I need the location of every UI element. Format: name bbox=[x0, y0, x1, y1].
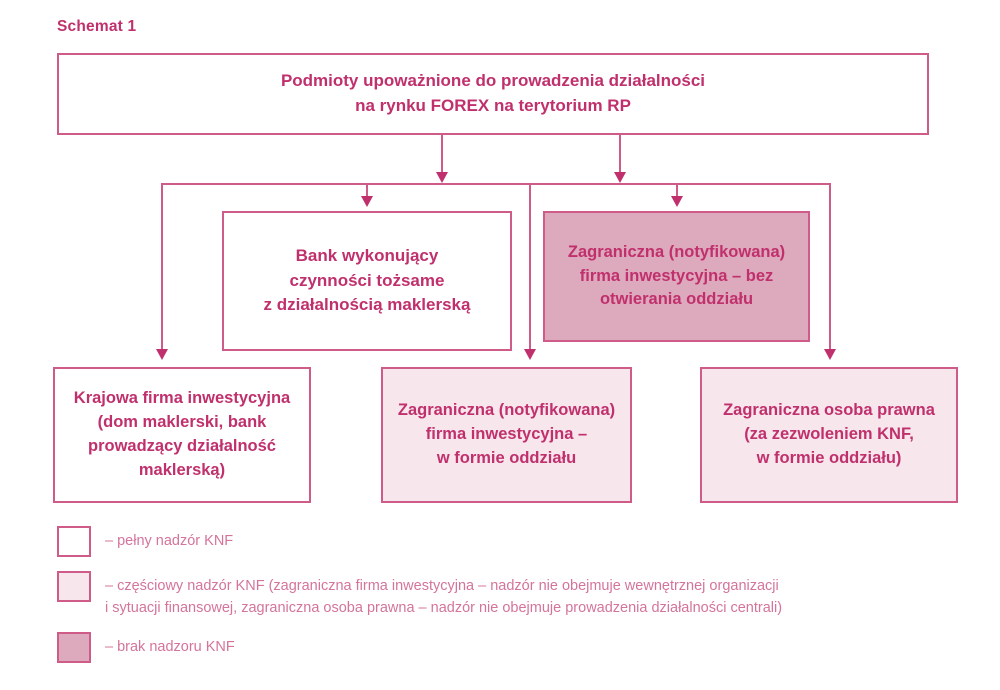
connector-root-stem-right bbox=[619, 135, 621, 175]
box-domestic-investment-firm: Krajowa firma inwestycyjna (dom maklersk… bbox=[53, 367, 311, 503]
box-foreign-firm-no-branch: Zagraniczna (notyfikowana) firma inwesty… bbox=[543, 211, 810, 342]
box-foreign-nobranch-line1: Zagraniczna (notyfikowana) bbox=[567, 242, 786, 261]
box-foreign-legal-line2: (za zezwoleniem KNF, bbox=[744, 425, 914, 444]
connector-drop-foreign-legal bbox=[829, 183, 831, 351]
box-foreign-nobranch-line2: firma inwestycyjna – bez bbox=[579, 266, 774, 285]
box-domestic-line4: maklerską) bbox=[138, 460, 226, 479]
box-foreign-branch-line3: w formie oddziału bbox=[436, 448, 577, 467]
box-bank-broker-activity: Bank wykonujący czynności tożsame z dzia… bbox=[222, 211, 512, 351]
box-foreign-branch-line2: firma inwestycyjna – bbox=[425, 425, 588, 444]
legend-item-no-supervision: – brak nadzoru KNF bbox=[57, 632, 235, 663]
box-foreign-legal-line3: w formie oddziału) bbox=[756, 448, 902, 467]
figure-caption: Schemat 1 bbox=[57, 18, 137, 35]
box-foreign-legal-line1: Zagraniczna osoba prawna bbox=[723, 401, 935, 420]
connector-drop-bank bbox=[366, 183, 368, 198]
legend-swatch-medium-pink bbox=[57, 632, 91, 663]
legend-item-partial-supervision: – częściowy nadzór KNF (zagraniczna firm… bbox=[57, 571, 782, 620]
connector-drop-foreign-branch bbox=[529, 183, 531, 351]
box-bank-line3: z działalnością maklerską bbox=[263, 295, 471, 315]
connector-drop-foreign-nobranch bbox=[676, 183, 678, 198]
connector-distribution-bar bbox=[161, 183, 830, 185]
legend-swatch-white bbox=[57, 526, 91, 557]
box-domestic-line1: Krajowa firma inwestycyjna bbox=[73, 389, 291, 408]
arrowhead-domestic bbox=[156, 349, 168, 360]
legend-item-full-supervision: – pełny nadzór KNF bbox=[57, 526, 233, 557]
box-bank-line2: czynności tożsame bbox=[289, 270, 445, 290]
box-foreign-legal-person: Zagraniczna osoba prawna (za zezwoleniem… bbox=[700, 367, 958, 503]
arrowhead-root-stem-left bbox=[436, 172, 448, 183]
legend-swatch-light-pink bbox=[57, 571, 91, 602]
box-domestic-line2: (dom maklerski, bank bbox=[97, 413, 267, 432]
box-root-entities: Podmioty upoważnione do prowadzenia dzia… bbox=[57, 53, 929, 135]
box-foreign-nobranch-line3: otwierania oddziału bbox=[599, 290, 754, 309]
arrowhead-root-stem-right bbox=[614, 172, 626, 183]
legend-label-partial-supervision: – częściowy nadzór KNF (zagraniczna firm… bbox=[105, 571, 782, 620]
legend-label-partial-supervision-line2: i sytuacji finansowej, zagraniczna osoba… bbox=[105, 600, 783, 617]
box-root-line2: na rynku FOREX na terytorium RP bbox=[355, 96, 631, 115]
arrowhead-foreign-nobranch bbox=[671, 196, 683, 207]
arrowhead-bank bbox=[361, 196, 373, 207]
arrowhead-foreign-branch bbox=[524, 349, 536, 360]
connector-drop-domestic bbox=[161, 183, 163, 351]
legend-label-partial-supervision-line1: – częściowy nadzór KNF (zagraniczna firm… bbox=[105, 578, 779, 594]
legend-label-full-supervision: – pełny nadzór KNF bbox=[105, 533, 234, 549]
connector-root-stem-left bbox=[441, 135, 443, 175]
box-foreign-firm-branch: Zagraniczna (notyfikowana) firma inwesty… bbox=[381, 367, 632, 503]
legend-label-no-supervision: – brak nadzoru KNF bbox=[105, 639, 235, 655]
box-bank-line1: Bank wykonujący bbox=[295, 246, 439, 266]
arrowhead-foreign-legal bbox=[824, 349, 836, 360]
box-domestic-line3: prowadzący działalność bbox=[88, 437, 276, 455]
box-root-line1: Podmioty upoważnione do prowadzenia dzia… bbox=[280, 71, 706, 91]
box-foreign-branch-line1: Zagraniczna (notyfikowana) bbox=[397, 401, 616, 420]
